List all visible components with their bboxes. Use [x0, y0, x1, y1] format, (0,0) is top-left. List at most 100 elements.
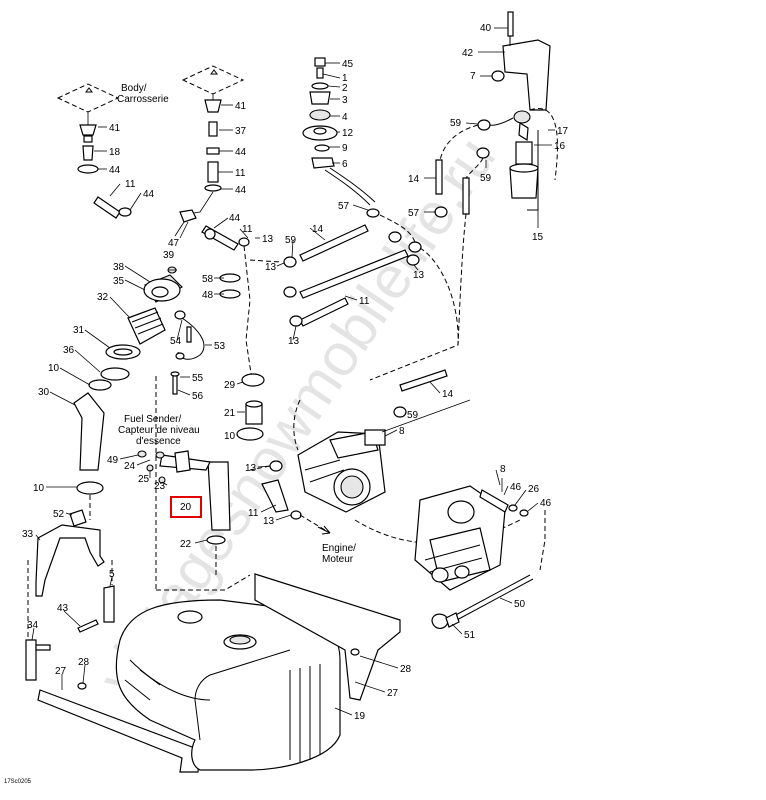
label-11c: 11 [242, 224, 253, 235]
fuel-tank [115, 599, 341, 771]
label-37: 37 [235, 126, 247, 137]
label-11e: 11 [248, 508, 259, 519]
label-13a: 13 [262, 234, 274, 245]
label-25: 25 [138, 474, 150, 485]
label-36: 36 [63, 345, 75, 356]
engine-hose [249, 369, 448, 535]
drawing-code: 17Sc0205 [4, 779, 32, 785]
label-48: 48 [202, 290, 214, 301]
body-plate-right [181, 65, 245, 95]
label-12: 12 [342, 128, 354, 139]
label-13e: 13 [263, 516, 275, 527]
label-22: 22 [180, 539, 192, 550]
label-13c: 13 [288, 336, 300, 347]
label-17: 17 [557, 126, 569, 137]
label-29: 29 [224, 380, 236, 391]
carburetor-upper [261, 399, 521, 544]
carrosserie-note: Carrosserie [117, 94, 169, 105]
label-27a: 27 [55, 666, 67, 677]
assembly-dashed-lines [27, 376, 546, 640]
label-52: 52 [53, 509, 65, 520]
label-59d: 59 [407, 410, 419, 421]
label-41b: 41 [235, 101, 247, 112]
label-8b: 8 [500, 464, 506, 475]
label-13d: 13 [245, 463, 257, 474]
label-10b: 10 [224, 431, 236, 442]
fuel-sender-group [137, 371, 265, 575]
label-44b: 44 [143, 189, 155, 200]
label-23: 23 [154, 481, 166, 492]
label-44a: 44 [109, 165, 121, 176]
label-14b: 14 [312, 224, 324, 235]
label-34: 34 [27, 620, 39, 631]
engine-note-1: Engine/ [322, 543, 356, 554]
label-49: 49 [107, 455, 119, 466]
label-19: 19 [354, 711, 366, 722]
label-14c: 14 [442, 389, 454, 400]
label-2: 2 [342, 83, 348, 94]
label-5: 5 [109, 569, 115, 580]
label-39: 39 [163, 250, 175, 261]
fuel-sender-note-3: d'essence [136, 436, 181, 447]
label-55: 55 [192, 373, 204, 384]
label-3: 3 [342, 95, 348, 106]
label-59a: 59 [450, 118, 462, 129]
label-14a: 14 [408, 174, 420, 185]
left-brackets [25, 509, 201, 773]
label-6: 6 [342, 159, 348, 170]
label-27b: 27 [387, 688, 399, 699]
label-59c: 59 [285, 235, 297, 246]
leader-lines [31, 27, 555, 716]
label-46a: 46 [510, 482, 522, 493]
label-59b: 59 [480, 173, 492, 184]
label-15: 15 [532, 232, 544, 243]
label-31: 31 [73, 325, 85, 336]
right-vent-stack [186, 94, 222, 215]
body-note: Body/ [121, 83, 147, 94]
hose-clips [219, 273, 241, 299]
tank-shield [254, 573, 401, 701]
label-42: 42 [462, 48, 474, 59]
label-53: 53 [214, 341, 226, 352]
filter-assembly [481, 11, 558, 211]
label-47: 47 [168, 238, 180, 249]
choke-cable [431, 574, 534, 629]
label-7: 7 [470, 71, 476, 82]
upper-hoses [243, 119, 491, 381]
label-10a: 10 [48, 363, 60, 374]
label-9: 9 [342, 143, 348, 154]
label-41a: 41 [109, 123, 121, 134]
label-28a: 28 [78, 657, 90, 668]
label-16: 16 [554, 141, 566, 152]
filler-neck-group [73, 266, 183, 520]
label-30: 30 [38, 387, 50, 398]
label-46b: 46 [540, 498, 552, 509]
tether-cord [174, 310, 205, 360]
label-45: 45 [342, 59, 354, 70]
label-57b: 57 [408, 208, 420, 219]
highlight-box-20 [170, 496, 202, 518]
label-44c: 44 [235, 147, 247, 158]
label-10c: 10 [33, 483, 45, 494]
label-1: 1 [342, 73, 348, 84]
part-labels: 40 42 7 45 1 2 3 4 12 9 6 59 17 16 59 15… [22, 23, 569, 722]
label-56: 56 [192, 391, 204, 402]
carburetor-lower [414, 478, 529, 591]
label-38: 38 [113, 262, 125, 273]
label-24: 24 [124, 461, 136, 472]
label-51: 51 [464, 630, 476, 641]
label-20: 20 [180, 502, 192, 513]
label-57: 57 [338, 201, 350, 212]
label-11b: 11 [235, 168, 246, 179]
engine-note-2: Moteur [322, 554, 354, 565]
label-13b: 13 [265, 262, 277, 273]
label-35: 35 [113, 276, 125, 287]
label-43: 43 [57, 603, 69, 614]
label-28b: 28 [400, 664, 412, 675]
label-8a: 8 [399, 426, 405, 437]
label-40: 40 [480, 23, 492, 34]
label-21: 21 [224, 408, 236, 419]
label-54: 54 [170, 336, 182, 347]
label-44d: 44 [235, 185, 247, 196]
